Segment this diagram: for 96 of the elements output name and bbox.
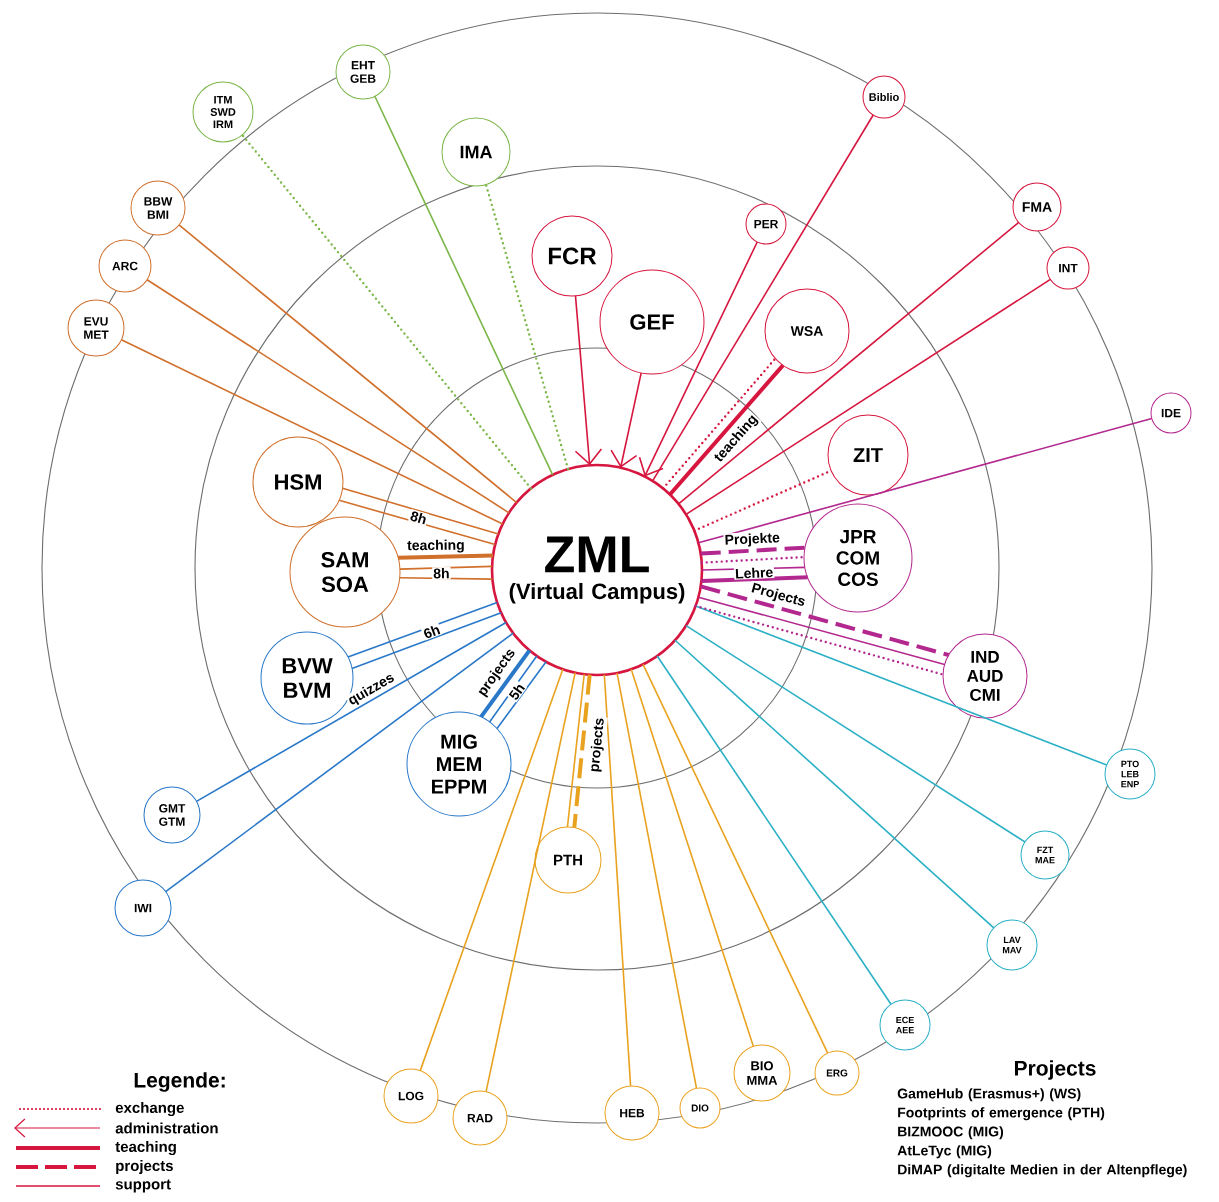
circle-node: FMA	[1012, 182, 1062, 232]
project-item: DiMAP (digitalte Medien in der Altenpflege)	[898, 1164, 1187, 1178]
arrow	[610, 372, 642, 468]
connector-line	[651, 114, 874, 482]
connector-line	[146, 278, 510, 514]
connector-line	[178, 224, 518, 504]
connector-line	[374, 95, 554, 476]
connector-line	[164, 632, 514, 893]
legend-text: teaching	[115, 1141, 176, 1156]
legend-text: exchange	[115, 1102, 184, 1117]
connector-line	[700, 555, 806, 564]
connector-line	[484, 183, 570, 471]
circle-node: PTH	[534, 826, 602, 894]
edge-label: 6h	[420, 622, 443, 641]
connector-line	[479, 649, 532, 719]
connector-line	[398, 576, 494, 580]
connector-line	[677, 221, 1020, 505]
connector-line	[338, 499, 496, 546]
circle-node: BIO MMA	[733, 1044, 791, 1102]
project-item: AtLeTyc (MIG)	[897, 1145, 992, 1159]
legend-title: Legende:	[134, 1072, 225, 1092]
circle-node: IND AUD CMI	[942, 633, 1028, 719]
circle-node: BBW BMI	[130, 180, 186, 236]
circle-node: FZT MAE	[1020, 830, 1070, 880]
connector-line	[399, 565, 493, 570]
connector-line	[668, 364, 785, 496]
connector-line	[195, 621, 507, 803]
circle-node: EHT GEB	[335, 44, 391, 100]
edge-label: Projekte	[723, 531, 782, 549]
circle-node: GEF	[599, 269, 705, 375]
circle-node: LOG	[383, 1068, 439, 1124]
circle-node: HEB	[604, 1085, 660, 1141]
connector-line	[341, 487, 500, 535]
circle-node: IDE	[1150, 392, 1192, 434]
circle-node: LAV MAV	[986, 919, 1038, 971]
connector-line	[496, 661, 547, 730]
circle-node: PER	[745, 203, 787, 245]
circle-node: GMT GTM	[143, 786, 201, 844]
connector-line	[572, 674, 592, 828]
connector-line	[351, 611, 502, 670]
legend-text: projects	[116, 1160, 173, 1174]
circle-node: IWI	[114, 879, 172, 937]
circle-node: WSA	[764, 288, 850, 374]
connector-line	[694, 604, 945, 676]
connector-line	[419, 668, 564, 1072]
legend-text: administration	[115, 1122, 218, 1134]
connector-line	[661, 357, 777, 490]
circle-node: ZIT	[827, 414, 909, 496]
edge-label: 8h	[408, 509, 430, 526]
connector-line	[488, 655, 538, 723]
connector-line	[630, 668, 755, 1048]
connector-line	[347, 601, 498, 658]
circle-node: FCR	[531, 215, 613, 297]
connector-line	[120, 339, 504, 525]
connector-line	[485, 671, 576, 1093]
circle-node: INT	[1046, 246, 1090, 290]
connector-line	[603, 673, 632, 1087]
circle-node: SAM SOA	[289, 516, 401, 628]
connector-line	[685, 624, 1026, 843]
project-item: BIZMOOC (MIG)	[898, 1126, 1004, 1140]
connector-line	[697, 596, 946, 666]
connector-line	[700, 545, 806, 556]
heading: Projects	[1015, 1060, 1096, 1080]
legend-text: support	[115, 1179, 171, 1193]
circle-node: RAD	[452, 1090, 508, 1146]
edge-label: projects	[587, 716, 608, 774]
connector-line	[566, 673, 585, 828]
connector-line	[701, 575, 808, 583]
arrow	[574, 295, 603, 466]
circle-node: IMA	[441, 117, 511, 187]
connector-line	[241, 133, 533, 490]
project-item: Footprints of emergence (PTH)	[898, 1107, 1105, 1121]
project-item: GameHub (Erasmus+) (WS)	[897, 1088, 1081, 1102]
circle-node: HSM	[252, 436, 344, 528]
circle-node: ERG	[814, 1050, 860, 1096]
connector-line	[674, 639, 995, 929]
connector-line	[616, 672, 698, 1090]
circle-node: ECE AEE	[879, 999, 931, 1051]
connector-line	[685, 278, 1052, 516]
edge-label: 8h	[432, 567, 451, 580]
arrow	[638, 241, 759, 477]
connector-line	[697, 417, 1153, 544]
edge-label: teaching	[406, 538, 466, 555]
connector-line	[398, 553, 494, 560]
circle-node: MIG MEM EPPM	[406, 711, 512, 817]
circle-node: EVU MET	[67, 299, 125, 357]
connector-line	[700, 584, 950, 657]
connector-line	[656, 655, 892, 1006]
circle-node: ITM SWD IRM	[192, 81, 254, 143]
circle-node: DIO	[679, 1087, 721, 1129]
edge-label: Lehre	[733, 565, 775, 580]
connector-line	[642, 663, 829, 1054]
connector-line	[694, 605, 1108, 766]
circle-node: ARC	[98, 239, 152, 293]
circle-node: Biblio	[862, 75, 906, 119]
circle-node: PTO LEB ENP	[1104, 748, 1156, 800]
